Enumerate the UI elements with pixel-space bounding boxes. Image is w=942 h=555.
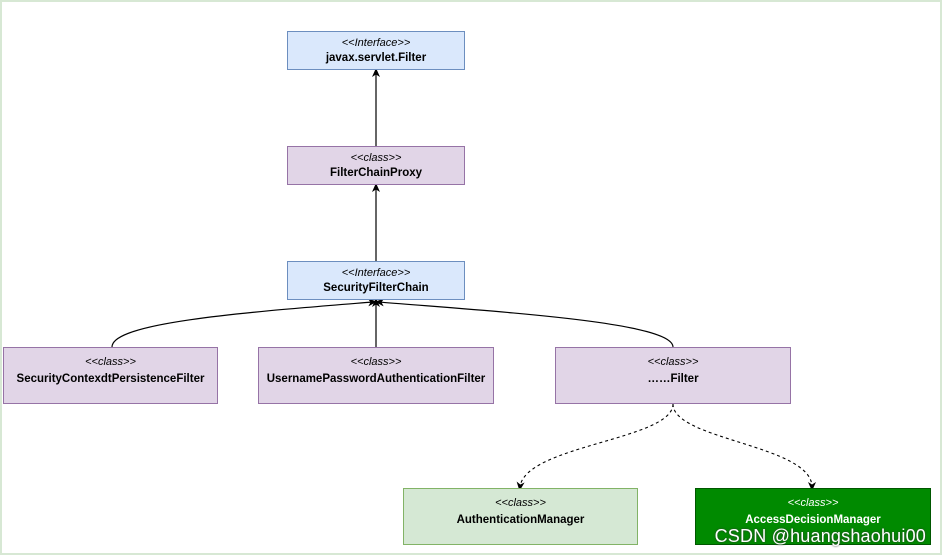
node-stereotype: <<class>>: [647, 356, 699, 368]
edge-scpf-to-chain: [111, 298, 377, 348]
edge-other-to-authmgr: [516, 403, 674, 491]
node-stereotype: <<class>>: [350, 356, 402, 368]
node-javax-servlet-filter: <<Interface>> javax.servlet.Filter: [287, 31, 465, 70]
node-stereotype: <<class>>: [495, 497, 546, 509]
node-stereotype: <<class>>: [787, 497, 839, 509]
node-security-context-persistence-filter: <<class>> SecurityContexdtPersistenceFil…: [3, 347, 218, 404]
node-stereotype: <<Interface>>: [341, 37, 411, 49]
node-name: SecurityContexdtPersistenceFilter: [16, 373, 205, 385]
node-name: UsernamePasswordAuthenticationFilter: [266, 373, 486, 385]
node-name: FilterChainProxy: [329, 167, 423, 179]
edge-other-to-accessmgr: [672, 403, 816, 491]
node-name: AuthenticationManager: [456, 514, 585, 526]
node-security-filter-chain: <<Interface>> SecurityFilterChain: [287, 261, 465, 300]
node-stereotype: <<class>>: [85, 356, 136, 368]
watermark: CSDN @huangshaohui00: [714, 526, 926, 546]
node-name: SecurityFilterChain: [323, 282, 429, 294]
node-access-decision-manager: <<class>> AccessDecisionManager: [695, 488, 931, 545]
node-filter-chain-proxy: <<class>> FilterChainProxy: [287, 146, 465, 185]
node-stereotype: <<Interface>>: [341, 267, 411, 279]
node-stereotype: <<class>>: [350, 152, 402, 164]
node-name: javax.servlet.Filter: [325, 52, 427, 64]
edge-other-to-chain: [375, 298, 674, 348]
node-name: ……Filter: [647, 373, 699, 385]
node-authentication-manager: <<class>> AuthenticationManager: [403, 488, 638, 545]
node-username-password-authentication-filter: <<class>> UsernamePasswordAuthentication…: [258, 347, 494, 404]
node-other-filter: <<class>> ……Filter: [555, 347, 791, 404]
node-name: AccessDecisionManager: [745, 514, 881, 526]
